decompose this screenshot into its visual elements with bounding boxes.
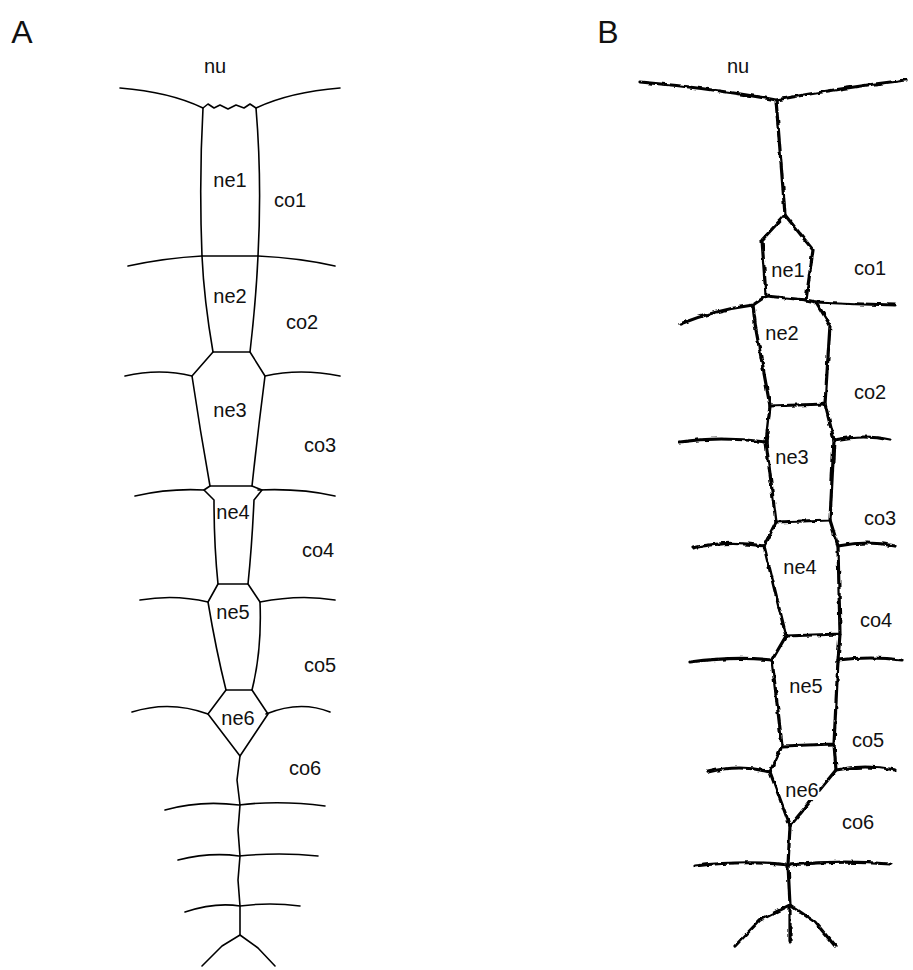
panel-b-drawing: [640, 80, 906, 946]
panel-letter: B: [596, 16, 619, 48]
panel-a-drawing: [120, 88, 340, 966]
part-label: co5: [851, 730, 885, 750]
part-label: co2: [853, 382, 887, 402]
part-label: co6: [288, 758, 322, 778]
part-label: co5: [303, 655, 337, 675]
part-label: ne3: [212, 400, 247, 420]
part-label: ne5: [215, 602, 250, 622]
part-label: ne6: [784, 780, 819, 800]
part-label: co3: [863, 508, 897, 528]
part-label: ne5: [788, 676, 823, 696]
part-label: co3: [303, 435, 337, 455]
part-label: ne2: [212, 286, 247, 306]
part-label: co2: [285, 312, 319, 332]
part-label: ne1: [212, 170, 247, 190]
part-label: ne4: [215, 502, 250, 522]
part-label: nu: [726, 56, 750, 76]
part-label: co4: [301, 540, 335, 560]
part-label: ne3: [774, 447, 809, 467]
part-label: co1: [853, 258, 887, 278]
part-label: co6: [841, 812, 875, 832]
panel-letter: A: [10, 16, 33, 48]
part-label: co1: [273, 190, 307, 210]
part-label: nu: [203, 56, 227, 76]
part-label: co4: [859, 610, 893, 630]
part-label: ne2: [764, 323, 799, 343]
part-label: ne6: [220, 708, 255, 728]
part-label: ne1: [770, 260, 805, 280]
part-label: ne4: [782, 557, 817, 577]
